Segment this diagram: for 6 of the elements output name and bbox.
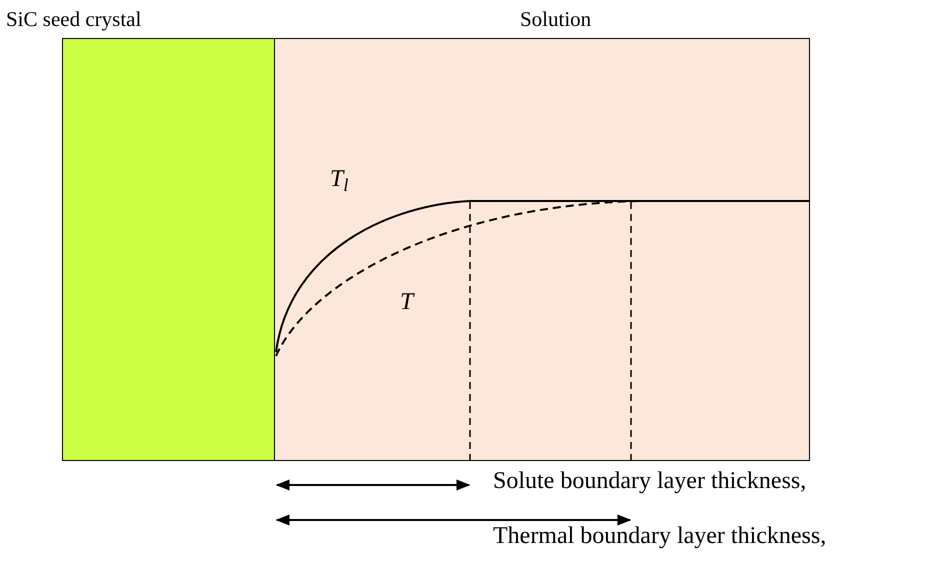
temperature-label: T$_{l}$ bbox=[330, 167, 348, 191]
region-heading: Solution bbox=[520, 9, 592, 30]
region-heading: SiC seed crystal bbox=[6, 9, 142, 30]
dimension-label: Solute boundary layer thickness, bbox=[493, 469, 806, 493]
temperature-label: T bbox=[400, 290, 414, 314]
dimension-label: Thermal boundary layer thickness, bbox=[493, 524, 826, 548]
